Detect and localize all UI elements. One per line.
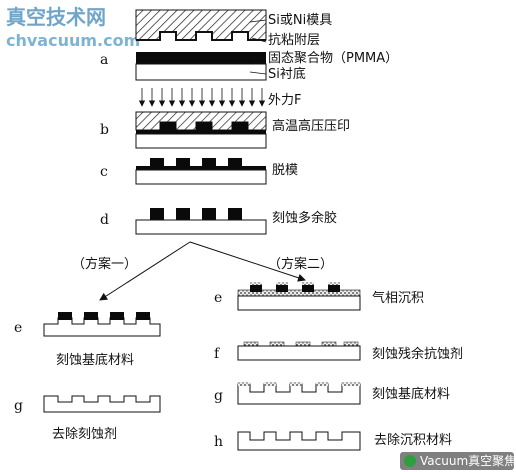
footer-watermark-text: Vacuum真空聚焦 (420, 454, 516, 468)
step-a-letter: a (100, 52, 108, 68)
mold (135, 9, 267, 41)
anti-stick-layer (136, 31, 266, 41)
plan2-step-g-letter: g (214, 388, 223, 404)
step-a: a Si或Ni模具 抗粘附层 固态聚合物（PMMA） Si衬底 (100, 9, 398, 82)
step-b: b 高温高压压印 (100, 111, 350, 149)
force-arrows (138, 88, 266, 107)
step-b-letter: b (100, 122, 109, 138)
watermark-site-url: chvacuum.com (6, 31, 140, 50)
plan1-step-g: g 去除刻蚀剂 (14, 395, 161, 442)
plan2-step-g: g 刻蚀基底材料 (214, 382, 450, 405)
step-c-letter: c (100, 164, 108, 180)
plan1-step-e: e 刻蚀基底材料 (14, 312, 161, 368)
plan2-step-h-caption: 去除沉积材料 (374, 433, 452, 448)
plan1-step-e-letter: e (14, 320, 22, 336)
label-polymer: 固态聚合物（PMMA） (268, 51, 398, 66)
step-d-caption: 刻蚀多余胶 (272, 210, 337, 226)
plan2-step-f-letter: f (214, 346, 221, 362)
step-c-caption: 脱模 (272, 163, 298, 178)
plan2-title: （方案二） (268, 256, 333, 272)
branch-arrow-plan2 (189, 241, 306, 282)
polymer-layer (136, 52, 266, 64)
step-b-caption: 高温高压压印 (272, 118, 350, 134)
substrate-layer (135, 63, 267, 81)
plan2-step-g-caption: 刻蚀基底材料 (372, 386, 450, 402)
step-c: c 脱模 (100, 158, 298, 185)
plan2-step-f-caption: 刻蚀残余抗蚀剂 (372, 346, 463, 362)
plan2-step-h: h 去除沉积材料 (214, 431, 452, 451)
label-anti-stick: 抗粘附层 (268, 33, 320, 48)
step-d: d 刻蚀多余胶 (100, 208, 337, 235)
plan2-step-e: e 气相沉积 (214, 282, 424, 311)
plan1-step-e-caption: 刻蚀基底材料 (56, 352, 134, 368)
plan1-step-g-letter: g (14, 398, 23, 414)
label-substrate: Si衬底 (268, 66, 306, 82)
wechat-icon (404, 455, 416, 467)
footer-watermark: Vacuum真空聚焦 (400, 452, 516, 470)
step-d-letter: d (100, 212, 109, 228)
plan2-step-e-letter: e (214, 290, 222, 306)
watermark-site-name: 真空技术网 (6, 5, 106, 29)
plan2-step-f: f 刻蚀残余抗蚀剂 (214, 341, 463, 362)
plan2-step-e-caption: 气相沉积 (372, 290, 424, 306)
plan1-step-g-caption: 去除刻蚀剂 (52, 427, 117, 442)
branch-arrow-plan1 (99, 241, 191, 301)
label-mold: Si或Ni模具 (268, 13, 332, 28)
plan1-title: （方案一） (72, 256, 137, 272)
plan2-step-h-letter: h (214, 434, 223, 450)
label-force: 外力F (268, 93, 301, 108)
